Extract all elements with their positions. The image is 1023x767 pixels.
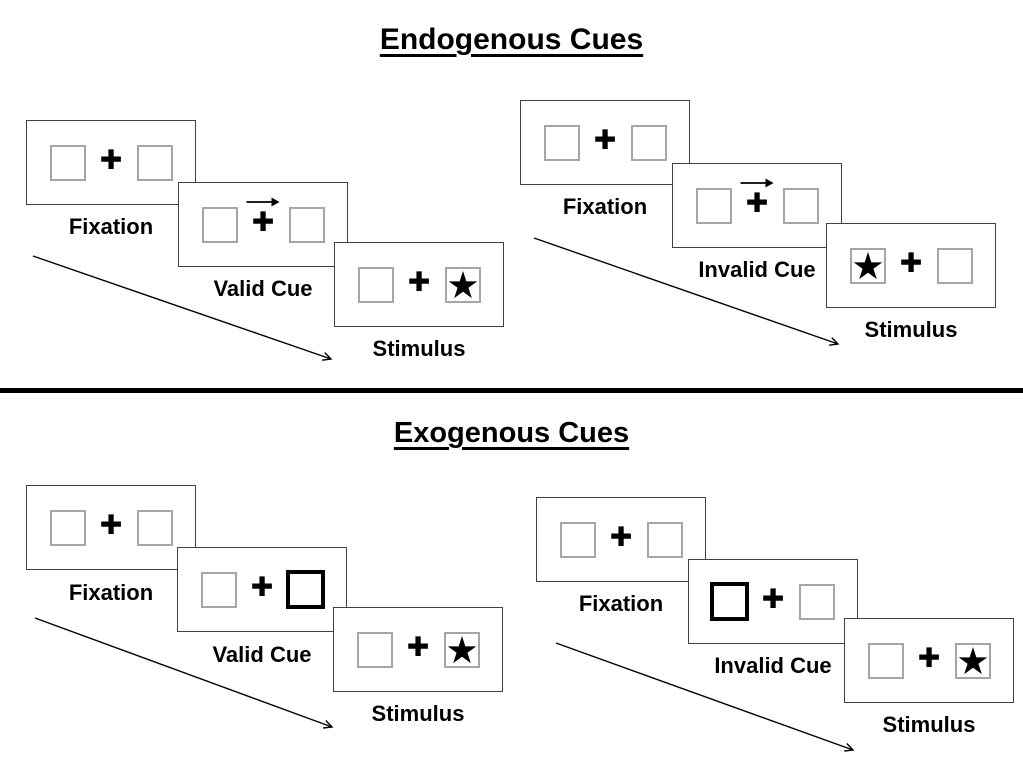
right-placeholder-box [289,207,325,243]
right-placeholder-box [955,643,991,679]
panel-label: Stimulus [371,701,465,726]
cue-highlight-box [710,582,749,621]
panel-fixation: ✚ [26,120,196,205]
panel-stimulus: ✚ [333,607,503,692]
panel-label: Fixation [68,580,154,605]
panel-label: Fixation [68,214,154,239]
stimulus-star-icon [447,635,477,663]
left-placeholder-box [560,522,596,558]
stimulus-star-icon [958,646,988,674]
section-title-exogenous: Exogenous Cues [393,417,630,449]
panel-invalid-cue: ✚ [688,559,858,644]
panel-valid-cue: ✚ [178,182,348,267]
left-placeholder-box [50,510,86,546]
panel-invalid-cue: ✚ [672,163,842,248]
left-placeholder-box [201,572,237,608]
fixation-cross-icon: ✚ [250,572,274,603]
fixation-cross-icon: ✚ [251,207,275,238]
right-placeholder-box [783,188,819,224]
right-placeholder-box [137,510,173,546]
stimulus-star-icon [853,251,883,279]
left-placeholder-box [357,632,393,668]
right-placeholder-box [137,145,173,181]
right-placeholder-box [937,248,973,284]
cue-arrow-icon [246,196,280,208]
right-placeholder-box [647,522,683,558]
panel-fixation: ✚ [520,100,690,185]
panel-valid-cue: ✚ [177,547,347,632]
panel-label: Stimulus [882,712,976,737]
left-placeholder-box [696,188,732,224]
fixation-cross-icon: ✚ [899,248,923,279]
panel-stimulus: ✚ [334,242,504,327]
panel-fixation: ✚ [536,497,706,582]
fixation-cross-icon: ✚ [609,522,633,553]
fixation-cross-icon: ✚ [99,510,123,541]
panel-label: Fixation [578,591,664,616]
right-placeholder-box [444,632,480,668]
timeline-arrow [533,237,840,346]
cue-arrow-icon [740,177,774,189]
panel-label: Fixation [562,194,648,219]
left-placeholder-box [202,207,238,243]
panel-stimulus: ✚ [844,618,1014,703]
left-placeholder-box [850,248,886,284]
fixation-cross-icon: ✚ [407,267,431,298]
panel-fixation: ✚ [26,485,196,570]
timeline-arrow [555,642,855,752]
panel-label: Stimulus [372,336,466,361]
stimulus-star-icon [448,270,478,298]
fixation-cross-icon: ✚ [917,643,941,674]
panel-label: Valid Cue [212,642,312,667]
right-placeholder-box [799,584,835,620]
fixation-cross-icon: ✚ [761,584,785,615]
panel-label: Invalid Cue [714,653,832,678]
section-divider [0,388,1023,393]
left-placeholder-box [544,125,580,161]
timeline-arrow [34,617,334,729]
timeline-arrow [32,255,333,361]
left-placeholder-box [868,643,904,679]
panel-label: Valid Cue [213,276,313,301]
fixation-cross-icon: ✚ [99,145,123,176]
fixation-cross-icon: ✚ [406,632,430,663]
panel-stimulus: ✚ [826,223,996,308]
cue-highlight-box [286,570,325,609]
right-placeholder-box [631,125,667,161]
left-placeholder-box [358,267,394,303]
left-placeholder-box [50,145,86,181]
panel-label: Stimulus [864,317,958,342]
right-placeholder-box [445,267,481,303]
panel-label: Invalid Cue [698,257,816,282]
fixation-cross-icon: ✚ [745,188,769,219]
fixation-cross-icon: ✚ [593,125,617,156]
section-title-endogenous: Endogenous Cues [379,23,644,56]
